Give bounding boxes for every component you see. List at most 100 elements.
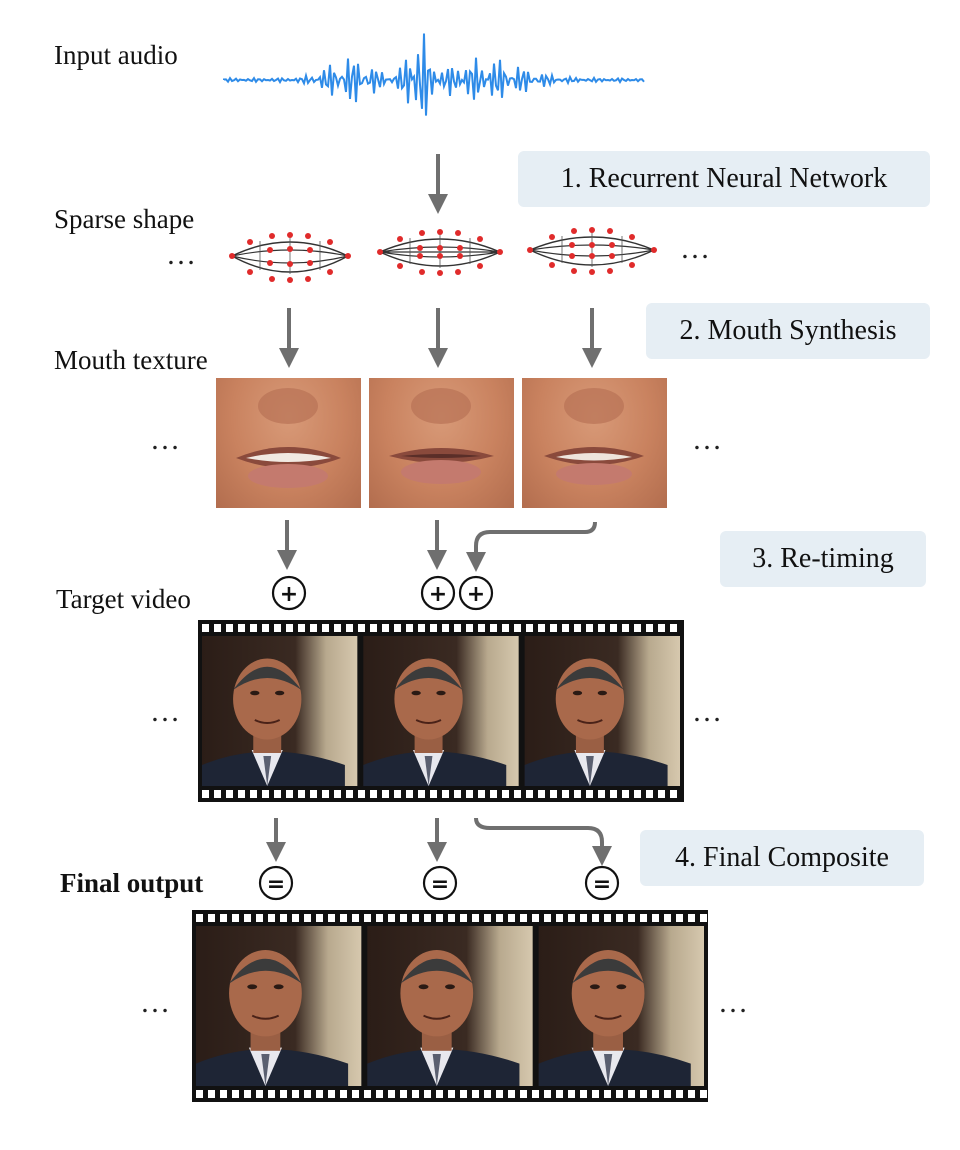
sprocket-hole [274,624,281,632]
sprocket-hole [520,914,527,922]
plus-symbol-2: + [429,582,447,607]
sprocket-hole [658,790,665,798]
audio-waveform [223,33,645,116]
ellipsis-mouth-right: … [692,423,725,456]
sprocket-hole [514,790,521,798]
sprocket-hole [364,1090,371,1098]
step-rnn: 1. Recurrent Neural Network [518,151,930,207]
sprocket-hole [664,914,671,922]
video-frame [524,636,680,786]
sprocket-hole [382,790,389,798]
sprocket-hole [430,624,437,632]
sprocket-hole [208,1090,215,1098]
sprocket-hole [520,1090,527,1098]
sprocket-hole [556,914,563,922]
sprocket-hole [394,624,401,632]
sprocket-hole [634,790,641,798]
sprocket-hole [238,790,245,798]
sprocket-hole [232,1090,239,1098]
sprocket-hole [544,1090,551,1098]
sprocket-hole [202,790,209,798]
ellipsis-final-right: … [718,986,751,1019]
sprocket-hole [502,790,509,798]
sprocket-hole [634,624,641,632]
sprocket-hole [334,624,341,632]
sprocket-hole [562,624,569,632]
sprocket-hole [334,790,341,798]
sprocket-hole [652,1090,659,1098]
sprocket-hole [598,790,605,798]
sprocket-hole [280,1090,287,1098]
landmark-points-3 [527,227,657,275]
sprocket-hole [568,914,575,922]
ellipsis-target-right: … [692,695,725,728]
sprocket-hole [628,1090,635,1098]
sprocket-hole [322,624,329,632]
sprocket-hole [238,624,245,632]
sprocket-hole [382,624,389,632]
sprocket-hole [484,914,491,922]
sprocket-hole [208,914,215,922]
sprocket-hole [676,914,683,922]
sprocket-hole [700,914,707,922]
sprocket-hole [658,624,665,632]
sprocket-hole [250,624,257,632]
ellipsis-mouth-left: … [150,423,183,456]
sprocket-hole [376,914,383,922]
video-frame [367,926,533,1086]
sprocket-hole [688,914,695,922]
sprocket-hole [262,790,269,798]
sprocket-hole [214,624,221,632]
sprocket-hole [346,790,353,798]
sprocket-hole [616,1090,623,1098]
ellipsis-final-left: … [140,986,173,1019]
sprocket-hole [274,790,281,798]
sprocket-hole [340,914,347,922]
sprocket-hole [226,790,233,798]
sprocket-hole [478,624,485,632]
operator-symbols: + + + = = = [267,582,611,897]
sprocket-hole [538,624,545,632]
sprocket-hole [298,624,305,632]
sparse-shape-3 [527,227,657,275]
sprocket-hole [550,790,557,798]
sprocket-hole [670,790,677,798]
video-frame [538,926,704,1086]
sprocket-hole [352,1090,359,1098]
sprocket-hole [310,790,317,798]
video-frame [202,636,358,786]
sprocket-hole [610,790,617,798]
sprocket-hole [538,790,545,798]
sprocket-hole [220,1090,227,1098]
equals-operator-2 [422,865,458,901]
equals-symbol-2: = [431,872,449,897]
final-output-frames [196,914,707,1098]
sprocket-hole [394,790,401,798]
equals-symbol-1: = [267,872,285,897]
sprocket-hole [676,1090,683,1098]
sprocket-hole [202,624,209,632]
sprocket-hole [232,914,239,922]
sprocket-hole [490,624,497,632]
final-output-label: Final output [60,868,204,898]
sprocket-hole [304,1090,311,1098]
sprocket-hole [526,790,533,798]
step-retiming: 3. Re-timing [720,531,926,587]
sprocket-hole [604,1090,611,1098]
sprocket-hole [370,790,377,798]
sprocket-hole [448,1090,455,1098]
sprocket-hole [364,914,371,922]
sprocket-hole [262,624,269,632]
sprocket-hole [214,790,221,798]
sprocket-hole [358,624,365,632]
sprocket-hole [196,914,203,922]
sprocket-hole [400,914,407,922]
sprocket-hole [496,914,503,922]
sprocket-hole [610,624,617,632]
sprocket-hole [292,1090,299,1098]
plus-operator-3 [458,575,494,611]
sprocket-hole [442,790,449,798]
sprocket-hole [514,624,521,632]
sparse-shape-label: Sparse shape [54,204,195,234]
